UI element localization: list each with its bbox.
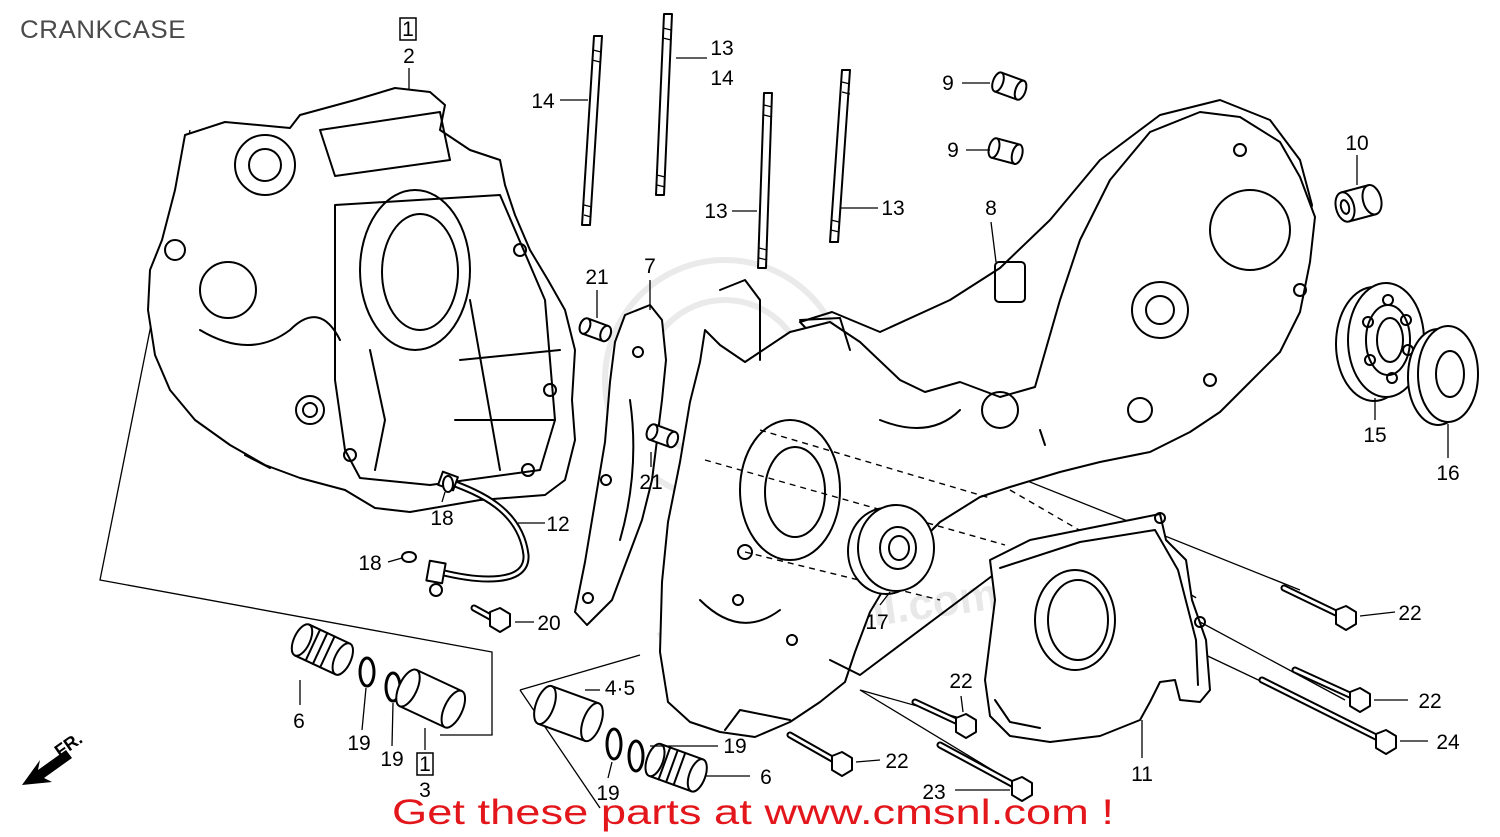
part-bolt-20 [470,604,511,633]
callout-13-right: 13 [881,197,904,220]
callout-2: 2 [403,45,415,68]
part-stud-14-left [581,35,603,226]
callout-16: 16 [1436,462,1459,485]
part-stud-13-14-top [655,13,673,196]
callout-ref-1-bottom: 1 [419,753,431,776]
callout-19-c: 19 [723,735,746,758]
callout-17: 17 [865,611,888,634]
ref-box-bottom [416,752,434,776]
part-stud-13-middle [757,92,773,269]
part-washer-18-lower [401,551,417,563]
callouts: 1 2 14 13 14 13 13 9 9 10 8 7 21 21 18 1… [293,17,1460,805]
callout-13-middle: 13 [704,200,727,223]
callout-19-a: 19 [347,732,370,755]
part-bolt-22-b [1291,666,1371,713]
page-title: CRANKCASE [20,16,186,44]
part-bolt-22-a [1280,584,1357,631]
guide-line-left [99,129,493,736]
callout-7: 7 [644,255,656,278]
callout-19-d: 19 [596,782,619,805]
part-bolt-24 [1258,676,1397,755]
part-6-left [290,623,354,676]
callout-18-upper: 18 [430,507,453,530]
part-left-crankcase [147,87,576,513]
callout-6-lower: 6 [760,766,772,789]
callout-4-5: 4·5 [605,677,635,700]
part-6-lower [644,742,708,793]
part-bearing-10 [1334,184,1383,223]
callout-21-lower: 21 [639,471,662,494]
part-o-ring-19-c [605,727,623,761]
callout-9-upper: 9 [942,72,954,95]
part-bolt-23 [936,741,1033,802]
guide-line-bolt-22 [1199,621,1346,701]
callout-3: 3 [419,779,431,802]
part-gasket-7 [574,304,667,626]
callout-19-b: 19 [380,748,403,771]
part-plug-9-lower [987,137,1024,165]
part-seal-17 [847,504,935,595]
guide-line-lower-b [519,689,601,809]
front-arrow-icon [22,750,72,785]
callout-22-c: 22 [949,670,972,693]
footer-promo-text: Get these parts at www.cmsnl.com ! [392,793,1114,832]
callout-20: 20 [537,612,560,635]
part-oil-pipe-12 [425,470,530,597]
callout-8: 8 [985,197,997,220]
part-plug-9-upper [991,71,1028,101]
callout-23: 23 [922,781,945,804]
leader-lines [299,57,1449,791]
front-direction-marker: FR. [22,728,86,785]
callout-10: 10 [1345,132,1368,155]
callout-6-left: 6 [293,710,305,733]
part-stud-13-right [829,69,851,243]
callout-11: 11 [1131,763,1153,786]
front-label: FR. [51,728,86,761]
callout-24: 24 [1436,731,1460,754]
callout-14-top: 14 [710,67,734,90]
part-bolt-22-c [911,698,977,739]
part-seal-16 [1407,325,1479,426]
part-o-ring-19-d [627,739,645,773]
callout-13-top: 13 [710,37,733,60]
part-3 [395,668,467,729]
part-dowel-21-upper [578,317,613,343]
callout-9-lower: 9 [947,139,959,162]
callout-ref-1-top: 1 [402,18,414,41]
part-dowel-21-lower [645,423,680,449]
part-bearing-15 [1335,282,1425,402]
ref-box-top [399,17,417,41]
callout-22-b: 22 [1418,690,1441,713]
part-4-5 [533,684,604,743]
callout-18-lower: 18 [358,552,381,575]
callout-22-a: 22 [1398,602,1421,625]
part-washer-18-upper [442,475,454,493]
callout-12: 12 [546,513,569,536]
part-o-ring-19-a [358,656,376,688]
part-bolt-22-d [786,731,853,777]
guide-line-lower [519,654,641,691]
callout-22-d: 22 [885,750,908,773]
callout-14-left: 14 [531,90,555,113]
part-cover-11 [984,512,1211,743]
callout-15: 15 [1363,424,1386,447]
callout-21-upper: 21 [585,266,608,289]
